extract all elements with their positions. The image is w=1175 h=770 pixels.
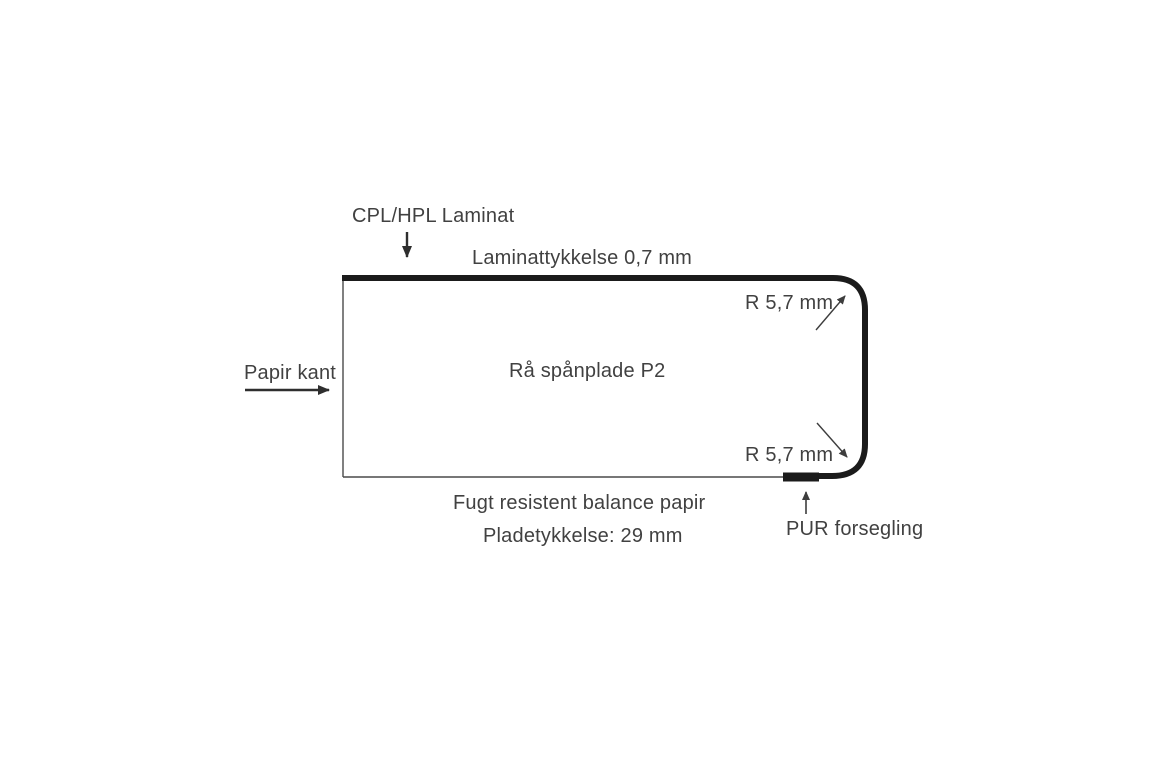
label-paper-edge: Papir kant xyxy=(244,362,337,384)
label-radius-top: R 5,7 mm xyxy=(745,292,834,314)
label-radius-bottom: R 5,7 mm xyxy=(745,444,834,466)
label-board-thickness: Pladetykkelse: 29 mm xyxy=(483,525,683,547)
laminate-outline xyxy=(342,275,868,479)
label-balance-paper: Fugt resistent balance papir xyxy=(453,492,706,514)
label-core-board: Rå spånplade P2 xyxy=(509,360,666,382)
label-cpl-hpl-laminate: CPL/HPL Laminat xyxy=(352,205,515,227)
label-pur-seal: PUR forsegling xyxy=(786,518,924,540)
label-laminate-thickness: Laminattykkelse 0,7 mm xyxy=(472,247,693,269)
radius-top-pointer-arrow xyxy=(815,295,846,331)
radius-bottom-pointer-arrow xyxy=(816,422,848,458)
